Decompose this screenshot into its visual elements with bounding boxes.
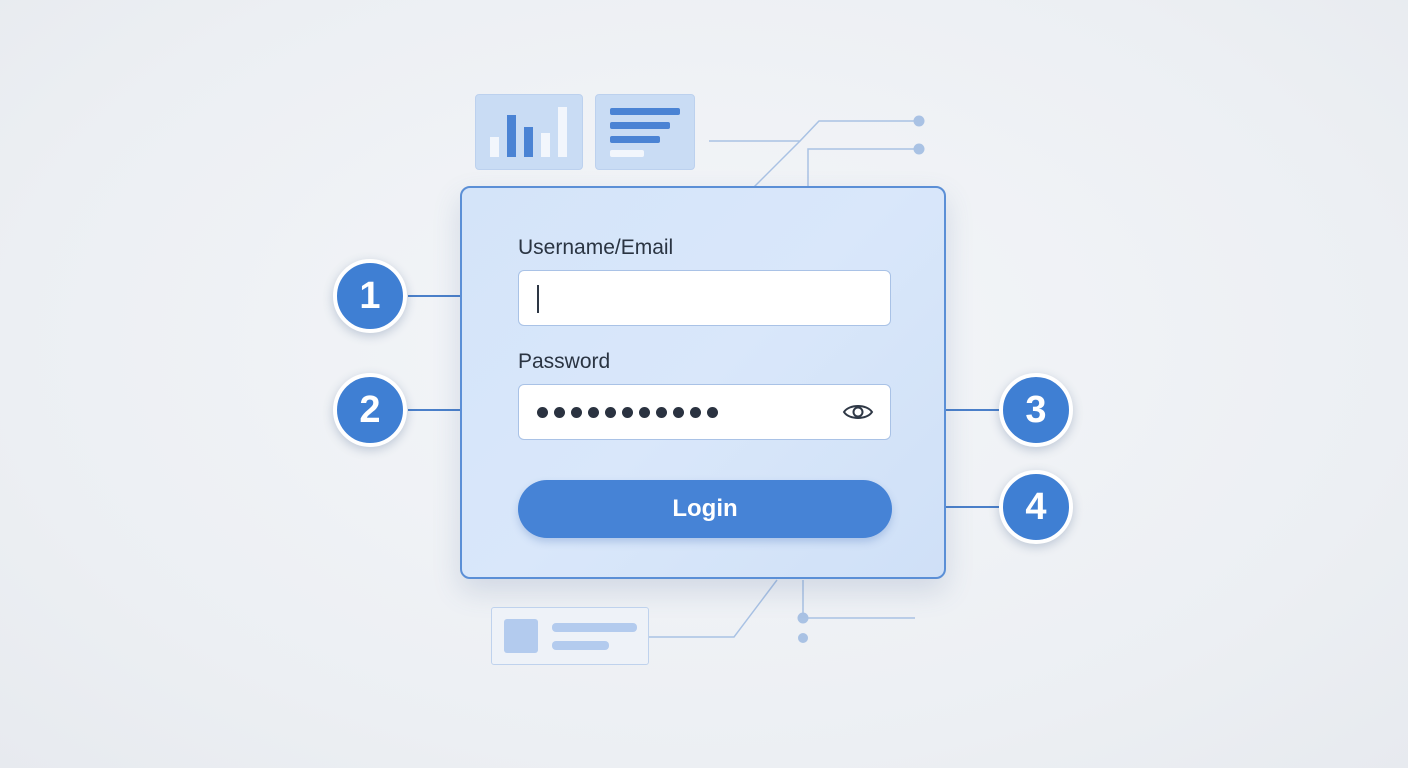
- password-mask: [537, 401, 718, 418]
- callout-badge-3: 3: [999, 373, 1073, 447]
- callout-badge-4: 4: [999, 470, 1073, 544]
- password-dot: [588, 407, 599, 418]
- login-form: Username/Email Password Login: [460, 186, 946, 579]
- chart-thumbnail: [475, 94, 583, 170]
- password-dot: [571, 407, 582, 418]
- password-dot: [673, 407, 684, 418]
- username-label: Username/Email: [518, 236, 674, 259]
- eye-icon[interactable]: [842, 401, 874, 423]
- text-lines-icon: [596, 95, 694, 169]
- password-dot: [690, 407, 701, 418]
- text-line: [552, 641, 609, 650]
- password-dot: [537, 407, 548, 418]
- text-thumbnail: [595, 94, 695, 170]
- username-input[interactable]: [518, 270, 891, 326]
- bar-chart-icon: [476, 95, 582, 169]
- profile-thumbnail: [491, 607, 649, 665]
- password-dot: [554, 407, 565, 418]
- image-placeholder-icon: [504, 619, 538, 653]
- password-dot: [622, 407, 633, 418]
- password-dot: [707, 407, 718, 418]
- password-label: Password: [518, 350, 611, 373]
- callout-badge-1: 1: [333, 259, 407, 333]
- text-caret: [537, 285, 539, 313]
- password-dot: [639, 407, 650, 418]
- password-dot: [656, 407, 667, 418]
- callout-badge-2: 2: [333, 373, 407, 447]
- text-line: [552, 623, 637, 632]
- password-input[interactable]: [518, 384, 891, 440]
- password-dot: [605, 407, 616, 418]
- login-button[interactable]: Login: [518, 480, 892, 538]
